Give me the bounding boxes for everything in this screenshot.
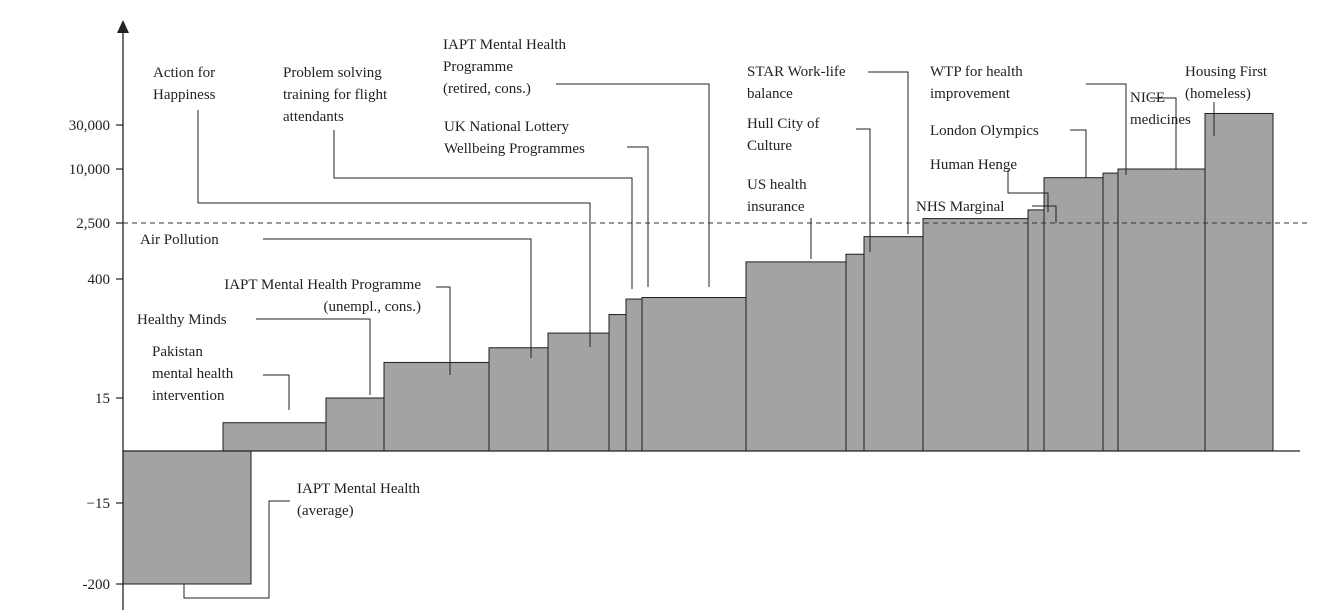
- leader-line-12: [868, 71, 909, 234]
- annotation-line: Problem solving: [283, 65, 382, 81]
- annotation-label-3: Healthy Minds: [137, 312, 227, 328]
- annotation-label-2: Pakistan mental health intervention: [152, 344, 234, 404]
- annotation-label-12: STAR Work-life balance: [747, 64, 846, 102]
- leader-line-9: [556, 83, 710, 287]
- leader-lines: [183, 71, 1215, 599]
- annotation-line: Air Pollution: [140, 232, 219, 248]
- annotation-line: attendants: [283, 109, 344, 125]
- y-tick-label: -200: [83, 577, 111, 593]
- leader-line-11: [856, 128, 871, 252]
- annotation-line: STAR Work-life: [747, 64, 846, 80]
- y-axis-arrow-icon: [117, 20, 129, 33]
- leader-line-16: [1086, 83, 1127, 175]
- bar-18: [1204, 112, 1274, 452]
- y-tick-label: 30,000: [69, 118, 110, 134]
- leader-line-6: [197, 110, 591, 347]
- annotation-line: mental health: [152, 366, 234, 382]
- leader-line-14: [1007, 170, 1049, 212]
- annotation-line: training for flight: [283, 87, 388, 103]
- y-tick-label: −15: [87, 496, 110, 512]
- annotation-line: IAPT Mental Health: [297, 481, 421, 497]
- annotation-line: NHS Marginal: [916, 199, 1004, 215]
- annotation-line: Human Henge: [930, 157, 1017, 173]
- annotation-label-15: London Olympics: [930, 123, 1039, 139]
- leader-line-2: [263, 374, 290, 410]
- leader-line-4: [436, 286, 451, 375]
- leader-line-8: [627, 146, 649, 287]
- leader-line-1: [183, 500, 290, 599]
- leader-line-5: [263, 238, 532, 358]
- annotation-labels: IAPT Mental Health (average) Pakistan menta…: [137, 37, 1268, 519]
- annotation-label-16: WTP for health improvement: [930, 64, 1023, 102]
- y-tick-label: 2,500: [76, 216, 110, 232]
- annotation-label-1: IAPT Mental Health (average): [297, 481, 421, 519]
- annotation-line: (average): [297, 503, 354, 519]
- annotation-label-18: Housing First (homeless): [1185, 64, 1268, 102]
- leader-line-17: [1150, 97, 1177, 170]
- y-tick-label: 15: [95, 391, 110, 407]
- annotation-line: UK National Lottery: [444, 119, 569, 135]
- annotation-line: Programme: [443, 59, 513, 75]
- annotation-label-17: NICE medicines: [1130, 90, 1191, 128]
- annotation-line: insurance: [747, 199, 805, 215]
- annotation-line: Pakistan: [152, 344, 203, 360]
- bars: [122, 112, 1274, 585]
- annotation-line: (retired, cons.): [443, 81, 531, 97]
- annotation-line: Wellbeing Programmes: [444, 141, 585, 157]
- annotation-line: Housing First: [1185, 64, 1268, 80]
- bar-1: [122, 450, 252, 585]
- annotation-label-11: Hull City of Culture: [747, 116, 820, 154]
- annotation-line: (homeless): [1185, 86, 1251, 102]
- annotation-line: improvement: [930, 86, 1011, 102]
- annotation-line: US health: [747, 177, 807, 193]
- annotation-line: balance: [747, 86, 793, 102]
- annotation-line: London Olympics: [930, 123, 1039, 139]
- annotation-label-7: Problem solving training for flight attend…: [283, 65, 388, 125]
- annotation-line: NICE: [1130, 90, 1165, 106]
- annotation-line: (unempl., cons.): [324, 299, 421, 315]
- annotation-label-4: IAPT Mental Health Programme (unempl., co…: [224, 277, 421, 315]
- annotation-line: Hull City of: [747, 116, 820, 132]
- annotation-label-14: Human Henge: [930, 157, 1017, 173]
- annotation-line: Culture: [747, 138, 792, 154]
- leader-line-3: [256, 318, 371, 395]
- annotation-line: IAPT Mental Health Programme: [224, 277, 421, 293]
- annotation-label-13: NHS Marginal: [916, 199, 1004, 215]
- annotation-line: WTP for health: [930, 64, 1023, 80]
- y-tick-label: 10,000: [69, 162, 110, 178]
- annotation-line: medicines: [1130, 112, 1191, 128]
- annotation-line: Action for: [153, 65, 215, 81]
- annotation-line: IAPT Mental Health: [443, 37, 567, 53]
- annotation-label-10: US health insurance: [747, 177, 807, 215]
- annotation-line: Happiness: [153, 87, 216, 103]
- annotation-line: intervention: [152, 388, 225, 404]
- y-tick-label: 400: [88, 272, 111, 288]
- axes: 30,000 10,000 2,500 400 15 −15 -200: [69, 20, 1308, 610]
- leader-line-7: [333, 130, 633, 289]
- leader-line-13: [1032, 205, 1057, 223]
- annotation-line: Healthy Minds: [137, 312, 227, 328]
- leader-line-15: [1070, 129, 1087, 178]
- annotation-label-5: Air Pollution: [140, 232, 219, 248]
